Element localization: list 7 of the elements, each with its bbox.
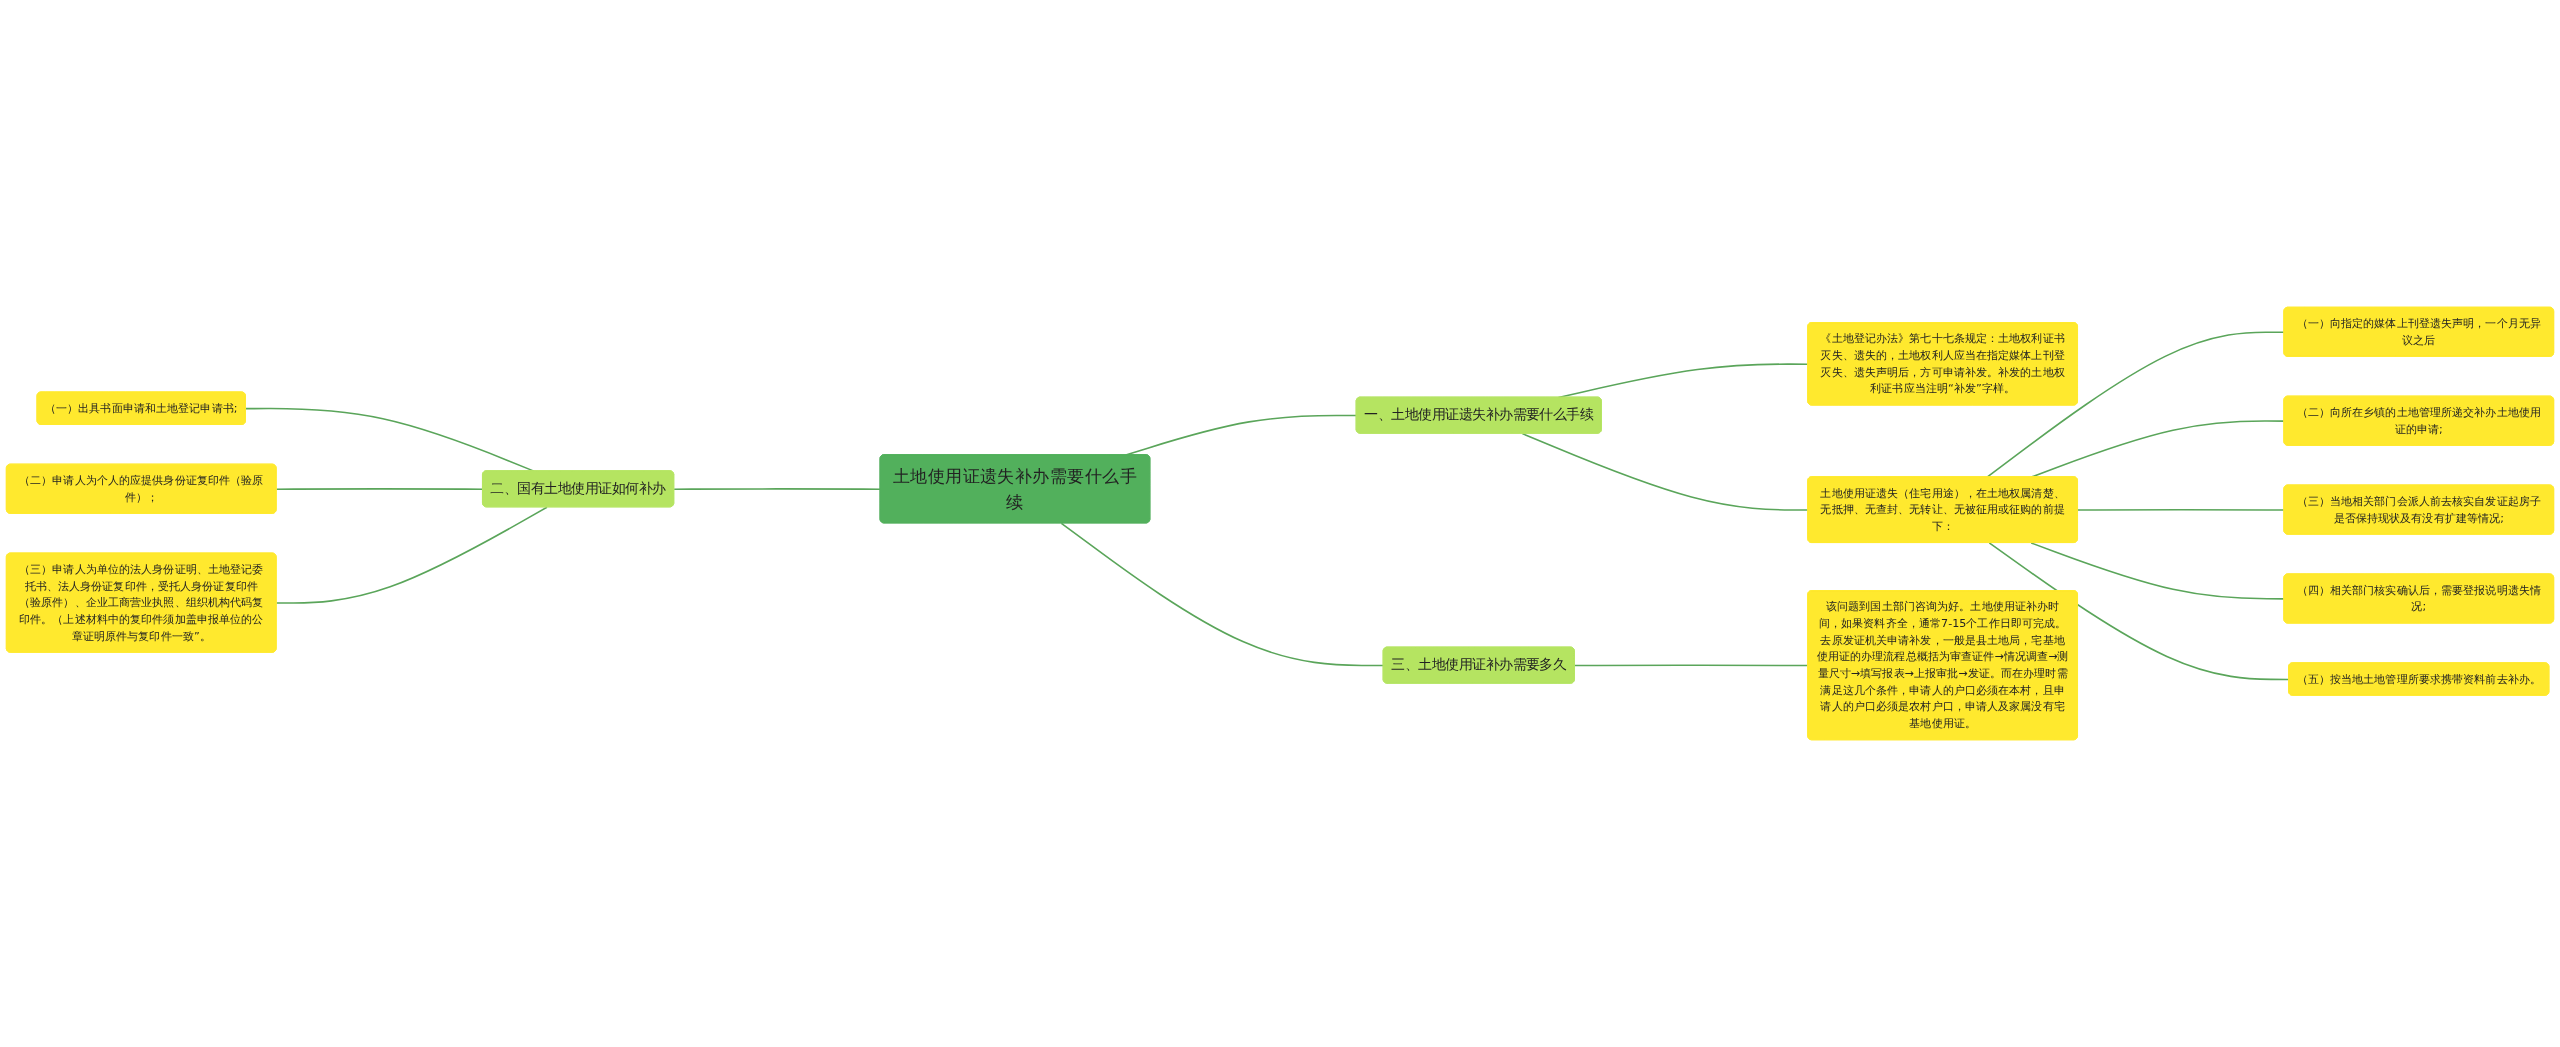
connector	[275, 488, 484, 490]
connector	[1521, 432, 1809, 511]
connector	[275, 506, 548, 604]
connector	[673, 488, 882, 490]
connector	[1060, 522, 1385, 667]
connector	[1574, 664, 1809, 667]
connector	[1988, 542, 2290, 681]
